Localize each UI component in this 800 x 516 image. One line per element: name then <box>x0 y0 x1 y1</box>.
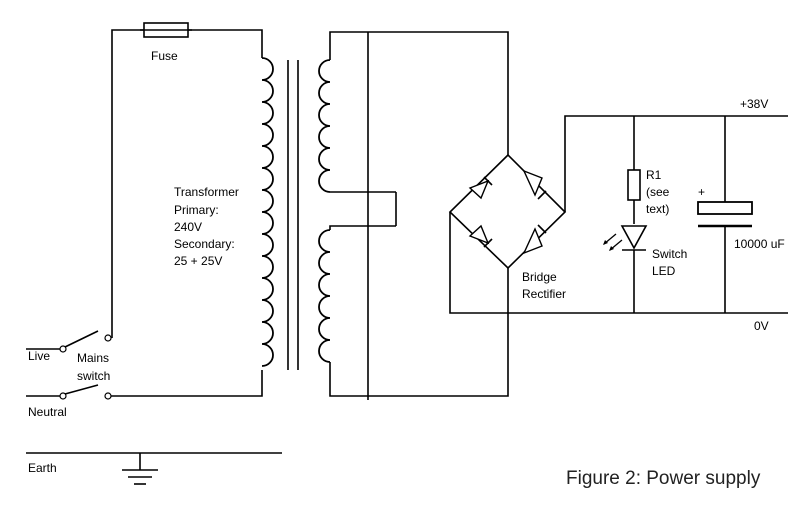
transformer-label-line3: 240V <box>174 220 202 234</box>
transformer-label-line2: Primary: <box>174 203 219 217</box>
capacitor-symbol <box>697 201 753 228</box>
plus38v-label: +38V <box>740 97 768 111</box>
transformer-primary-coil <box>261 57 274 367</box>
fuse-symbol <box>140 22 192 38</box>
capacitor-value-label: 10000 uF <box>734 237 785 251</box>
r1-label-line3: text) <box>646 202 669 216</box>
switch-led-symbol <box>603 225 648 251</box>
mains-switch-label-line2: switch <box>77 369 110 383</box>
bridge-rectifier-label-line2: Rectifier <box>522 287 566 301</box>
live-label: Live <box>28 349 50 363</box>
switch-led-label-line2: LED <box>652 264 676 278</box>
diode-upper-left <box>468 176 493 200</box>
bridge-rectifier-label-line1: Bridge <box>522 270 557 284</box>
primary-circuit-wires <box>26 29 263 397</box>
mains-switch-label-line1: Mains <box>77 351 109 365</box>
zerov-label: 0V <box>754 319 769 333</box>
mains-switch <box>59 330 112 400</box>
earth-symbol <box>26 452 282 485</box>
figure-caption: Figure 2: Power supply <box>566 468 761 489</box>
switch-led-label-line1: Switch <box>652 247 687 261</box>
transformer-core <box>287 60 299 370</box>
r1-label-line1: R1 <box>646 168 662 182</box>
diode-lower-right <box>522 224 547 255</box>
diode-upper-right <box>522 169 547 200</box>
diode-lower-left <box>468 224 493 248</box>
capacitor-polarity-label: + <box>698 185 705 199</box>
neutral-label: Neutral <box>28 405 67 419</box>
secondary-circuit-wires <box>329 31 788 400</box>
fuse-label: Fuse <box>151 49 178 63</box>
transformer-label-line5: 25 + 25V <box>174 254 222 268</box>
earth-label: Earth <box>28 461 57 475</box>
transformer-label-line1: Transformer <box>174 185 239 199</box>
resistor-r1 <box>627 169 641 201</box>
transformer-label-line4: Secondary: <box>174 237 235 251</box>
bridge-rectifier <box>448 153 567 270</box>
r1-label-line2: (see <box>646 185 670 199</box>
transformer-secondary-coil <box>318 59 331 363</box>
